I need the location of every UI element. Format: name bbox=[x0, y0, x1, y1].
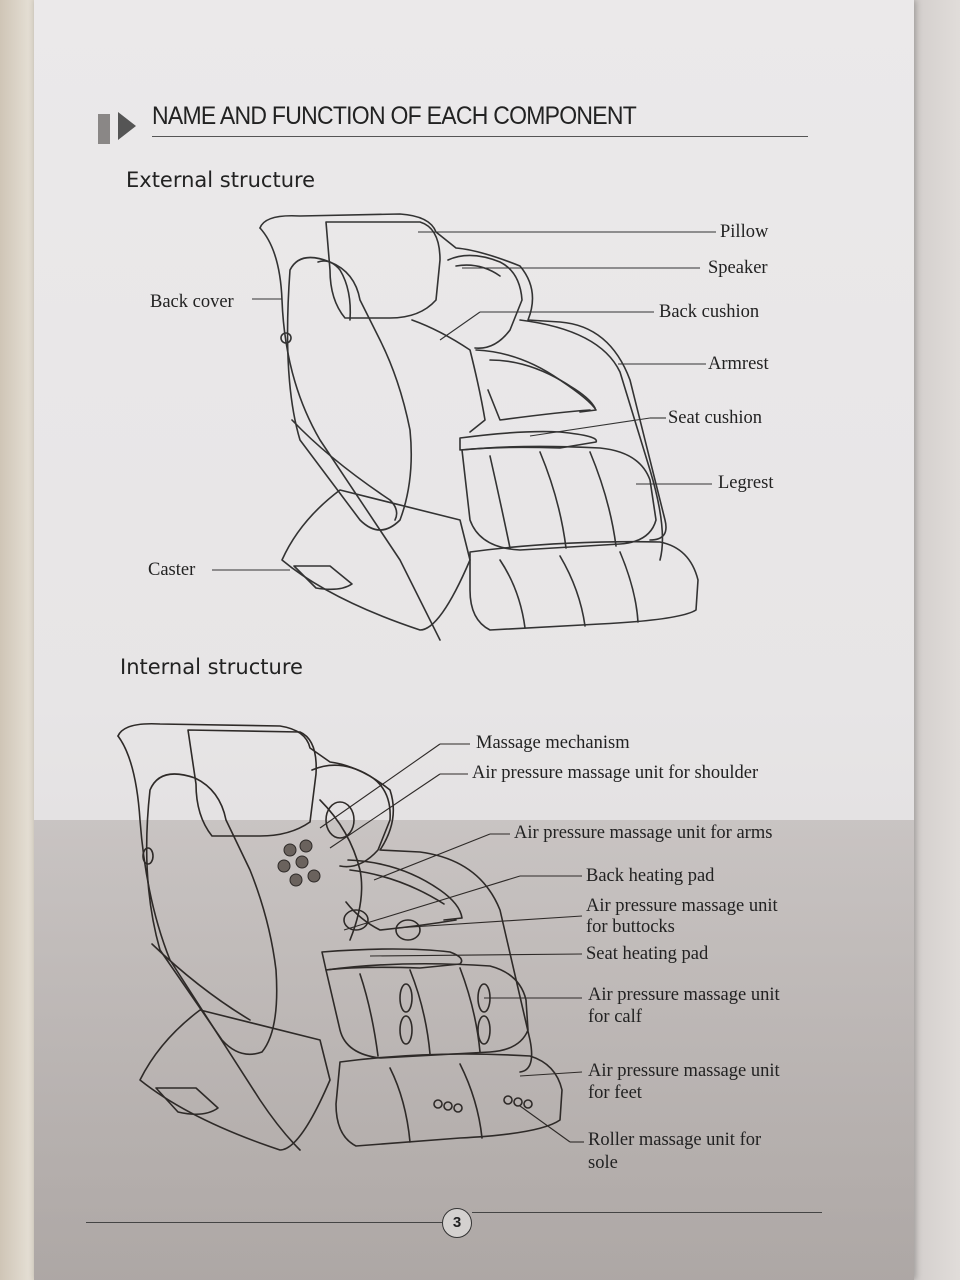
label-feet-unit-line1: Air pressure massage unit bbox=[588, 1061, 780, 1081]
label-seat-heating-pad: Seat heating pad bbox=[586, 944, 709, 964]
label-caster: Caster bbox=[148, 560, 196, 580]
label-feet-unit-line2: for feet bbox=[588, 1083, 642, 1103]
label-calf-unit-line2: for calf bbox=[588, 1007, 642, 1027]
section-header: NAME AND FUNCTION OF EACH COMPONENT bbox=[96, 94, 808, 144]
header-arrow-icon bbox=[118, 112, 136, 140]
header-bar-icon bbox=[98, 114, 110, 144]
label-buttocks-unit-line1: Air pressure massage unit bbox=[586, 896, 778, 916]
label-armrest: Armrest bbox=[708, 354, 769, 374]
page-title: NAME AND FUNCTION OF EACH COMPONENT bbox=[152, 102, 637, 130]
label-back-heating-pad: Back heating pad bbox=[586, 866, 715, 886]
label-shoulder-unit: Air pressure massage unit for shoulder bbox=[472, 763, 759, 783]
header-rule bbox=[152, 136, 808, 137]
external-structure-heading: External structure bbox=[126, 168, 316, 192]
internal-structure-heading: Internal structure bbox=[120, 655, 303, 679]
manual-page bbox=[34, 0, 914, 1280]
label-back-cushion: Back cushion bbox=[659, 302, 760, 322]
footer-rule-left bbox=[86, 1222, 442, 1223]
label-back-cover: Back cover bbox=[150, 292, 234, 312]
label-arms-unit: Air pressure massage unit for arms bbox=[514, 823, 773, 843]
label-legrest: Legrest bbox=[718, 473, 774, 493]
footer-rule-right bbox=[472, 1212, 822, 1213]
label-pillow: Pillow bbox=[720, 222, 769, 242]
label-sole-roller-line2: sole bbox=[588, 1153, 618, 1173]
label-sole-roller-line1: Roller massage unit for bbox=[588, 1130, 762, 1150]
page-number: 3 bbox=[442, 1208, 472, 1238]
label-calf-unit-line1: Air pressure massage unit bbox=[588, 985, 780, 1005]
label-speaker: Speaker bbox=[708, 258, 768, 278]
label-seat-cushion: Seat cushion bbox=[668, 408, 763, 428]
label-massage-mechanism: Massage mechanism bbox=[476, 733, 630, 753]
label-buttocks-unit-line2: for buttocks bbox=[586, 917, 675, 937]
